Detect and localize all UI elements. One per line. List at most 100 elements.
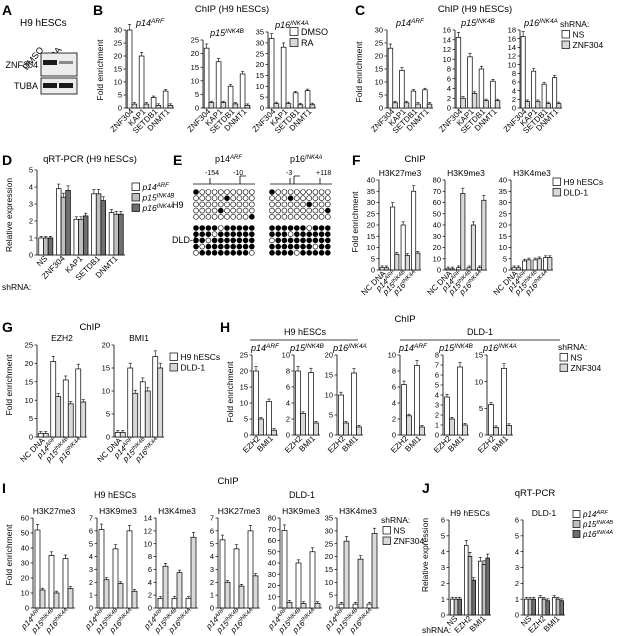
cpg-circle (242, 237, 249, 244)
cpg-circle (242, 225, 249, 231)
y-tick-label: 35 (325, 514, 333, 523)
bar (314, 603, 321, 609)
gene-label-p14arf: p14ARF (215, 154, 242, 164)
gene-label-p16ink4a: p16INK4A (290, 154, 322, 164)
y-tick-label: 20 (325, 552, 333, 561)
y-tick-label: 0 (371, 266, 375, 275)
cpg-circle (324, 225, 331, 231)
cpg-circle (281, 237, 288, 244)
cpg-circle (281, 225, 288, 231)
y-tick-label: 20 (240, 367, 248, 376)
panel-letter-i: I (2, 480, 6, 496)
cpg-circle (230, 201, 236, 208)
legend-title: shRNA: (558, 342, 587, 352)
cpg-circle (193, 250, 199, 256)
y-tick-label: 4 (435, 391, 439, 400)
y-tick-label: 10 (388, 351, 396, 360)
blot-band-tuba-ra (59, 83, 73, 88)
subplot-title: p15INK4B (289, 343, 324, 353)
legend-swatch (131, 182, 140, 191)
x-category-label: BMI1 (542, 614, 562, 634)
legend-swatch (559, 363, 568, 372)
y-tick-label: 6 (210, 526, 214, 535)
panel-letter-c: C (355, 2, 365, 18)
bar (444, 396, 450, 436)
bar (295, 562, 302, 609)
legend-label: NS (571, 353, 583, 363)
legend-swatch (552, 177, 561, 186)
bar (150, 97, 157, 109)
cpg-circle (300, 243, 306, 250)
cpg-circle (269, 231, 275, 237)
bar (531, 70, 537, 109)
cpg-circle (199, 214, 205, 220)
cpg-circle (218, 189, 224, 195)
bar (157, 367, 164, 438)
bar (42, 432, 49, 438)
bar (190, 536, 197, 609)
bar (455, 36, 462, 109)
cpg-circle (312, 243, 319, 250)
subplot-title: p16INK4A (523, 18, 558, 28)
bar (419, 426, 425, 436)
bar (552, 77, 558, 109)
y-tick-label: 4 (515, 547, 519, 556)
y-tick-label: 4 (29, 183, 33, 192)
y-tick-label: 4 (89, 552, 93, 561)
legend-label: p16INK4A (142, 203, 175, 213)
bar (471, 579, 476, 616)
x-category-label: BMI1 (490, 434, 510, 454)
cpg-circle (275, 225, 282, 231)
y-tick-label: 25 (240, 351, 248, 360)
bar (65, 190, 71, 256)
y-tick-label: 20 (375, 52, 383, 61)
cpg-circle (281, 201, 288, 208)
bar (485, 557, 490, 616)
bar (422, 89, 428, 109)
methylation-circles (193, 189, 331, 256)
x-category-label: BMI1 (297, 434, 317, 454)
cpg-circle (205, 250, 212, 256)
y-tick-label: 16 (508, 34, 516, 43)
bar (38, 237, 44, 256)
cpg-circle (300, 189, 306, 195)
bar (406, 415, 412, 436)
cpg-circle (306, 214, 313, 220)
y-tick-label: 25 (25, 341, 33, 350)
cpg-circle (230, 231, 236, 237)
cpg-circle (287, 237, 294, 244)
bar (494, 100, 501, 109)
cpg-circle (205, 195, 212, 201)
cpg-circle (275, 250, 282, 256)
cpg-circle (300, 225, 306, 231)
bar (247, 530, 254, 609)
y-tick-label: 25 (499, 209, 507, 218)
cpg-circle (275, 207, 282, 214)
y-tick-label: 0 (286, 431, 290, 440)
bar (481, 563, 487, 616)
cpg-circle (224, 195, 230, 201)
panel-letter-f: F (352, 152, 361, 168)
cpg-circle (211, 225, 218, 231)
y-tick-label: 20 (367, 221, 375, 230)
bar (532, 259, 538, 271)
cpg-circle (193, 195, 199, 201)
bar (527, 598, 533, 616)
y-tick-label: 40 (499, 176, 507, 185)
cpg-circle (242, 250, 249, 256)
bar (538, 597, 543, 616)
y-tick-label: 2 (515, 579, 519, 588)
bar (126, 530, 133, 609)
y-tick-label: 12 (443, 45, 451, 54)
cpg-circle (218, 237, 224, 244)
cpg-circle (224, 214, 230, 220)
cpg-circle (249, 189, 255, 195)
y-tick-label: 4 (441, 547, 445, 556)
y-tick-label: 10 (443, 55, 451, 64)
y-tick-label: 2 (512, 95, 516, 104)
group-label: H9 hESCs (94, 490, 137, 500)
y-tick-label: 6 (435, 371, 439, 380)
